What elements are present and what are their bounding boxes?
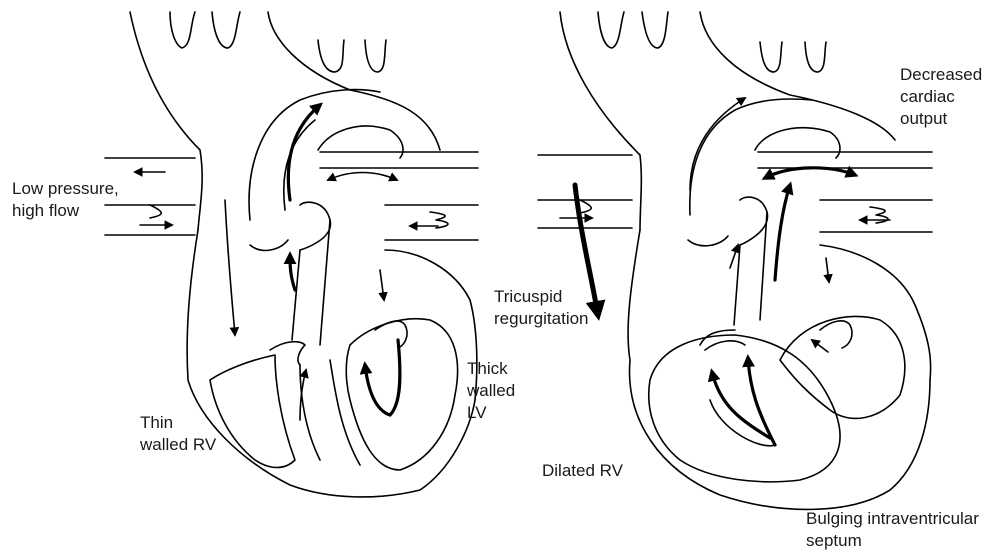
flow-arrow-tr-regurg-r bbox=[712, 372, 770, 438]
aortic-branch-2 bbox=[318, 40, 344, 72]
flow-arrow-lv-inner-r bbox=[812, 340, 828, 352]
label-line: walled RV bbox=[140, 434, 216, 456]
label-line: output bbox=[900, 108, 982, 130]
pv-fold-r bbox=[580, 200, 591, 213]
label-line: Decreased bbox=[900, 64, 982, 86]
aorta-top-r2 bbox=[642, 12, 668, 48]
flow-arrow-lv-to-aorta-r bbox=[775, 185, 790, 280]
label-line: Bulging intraventricular bbox=[806, 508, 979, 530]
label-tricuspid-regurgitation: Tricuspid regurgitation bbox=[494, 286, 589, 330]
label-line: walled bbox=[467, 380, 515, 402]
flow-arrow-pa-split-r bbox=[765, 168, 855, 178]
rv-inner-wall bbox=[210, 355, 295, 468]
tricuspid-valve-r bbox=[705, 341, 745, 350]
aorta-outer-top bbox=[170, 12, 195, 48]
label-low-pressure: Low pressure, high flow bbox=[12, 178, 119, 222]
aortic-branch-r3 bbox=[805, 42, 826, 72]
aortic-arch-r bbox=[700, 12, 895, 140]
svc-outline bbox=[130, 12, 202, 230]
rv-outer-wall-r bbox=[628, 230, 930, 509]
label-line: Tricuspid bbox=[494, 286, 589, 308]
flow-arrow-ra-down bbox=[225, 200, 235, 335]
right-heart-dilated bbox=[538, 12, 932, 509]
label-line: LV bbox=[467, 402, 515, 424]
label-thin-walled-rv: Thin walled RV bbox=[140, 412, 216, 456]
label-bulging-septum: Bulging intraventricular septum bbox=[806, 508, 979, 552]
flow-arrow-pa-split bbox=[328, 173, 397, 181]
label-line: high flow bbox=[12, 200, 119, 222]
aortic-branch-1 bbox=[212, 12, 240, 48]
label-thick-walled-lv: Thick walled LV bbox=[467, 358, 515, 424]
flow-arrow-la-down-r bbox=[826, 258, 829, 282]
lv-inner-wall bbox=[346, 319, 457, 470]
pulmonary-trunk-r bbox=[755, 128, 840, 158]
rv-trabecular bbox=[300, 365, 320, 460]
label-line: regurgitation bbox=[494, 308, 589, 330]
aortic-arch bbox=[268, 12, 440, 150]
label-line: cardiac bbox=[900, 86, 982, 108]
label-line: Dilated RV bbox=[542, 460, 623, 482]
label-decreased-cardiac-output: Decreased cardiac output bbox=[900, 64, 982, 130]
mitral-valve bbox=[375, 321, 407, 348]
label-line: Low pressure, bbox=[12, 178, 119, 200]
interatrial-wall bbox=[300, 202, 330, 250]
lv-trabecular bbox=[330, 360, 360, 465]
flow-arrow-la-down bbox=[380, 270, 384, 300]
flow-arrow-ra-up-r bbox=[690, 98, 745, 190]
septum-left bbox=[292, 250, 300, 340]
rv-inner-wall-r bbox=[649, 335, 840, 482]
septum-left-r bbox=[734, 245, 740, 325]
aortic-branch-3 bbox=[365, 40, 386, 72]
label-line: Thin bbox=[140, 412, 216, 434]
flow-arrow-rv-up bbox=[290, 255, 295, 290]
pulmonary-vein-fold bbox=[150, 205, 161, 218]
flow-arrow-lv-loop bbox=[365, 340, 400, 415]
pulmonary-trunk bbox=[318, 126, 403, 158]
lv-outer-wall-r bbox=[820, 245, 931, 380]
label-dilated-rv: Dilated RV bbox=[542, 460, 623, 482]
label-line: Thick bbox=[467, 358, 515, 380]
ra-floor bbox=[250, 240, 288, 250]
ra-floor-r bbox=[688, 236, 728, 246]
flow-arrow-ra-to-rv-r bbox=[730, 245, 738, 268]
svc-outline-r bbox=[560, 12, 641, 230]
aortic-branch-r2 bbox=[760, 42, 782, 72]
aorta-top-r1 bbox=[598, 12, 624, 48]
lv-inner-wall-r bbox=[780, 316, 905, 418]
label-line: septum bbox=[806, 530, 979, 552]
mitral-valve-r bbox=[820, 321, 852, 348]
interatrial-r bbox=[740, 197, 768, 245]
